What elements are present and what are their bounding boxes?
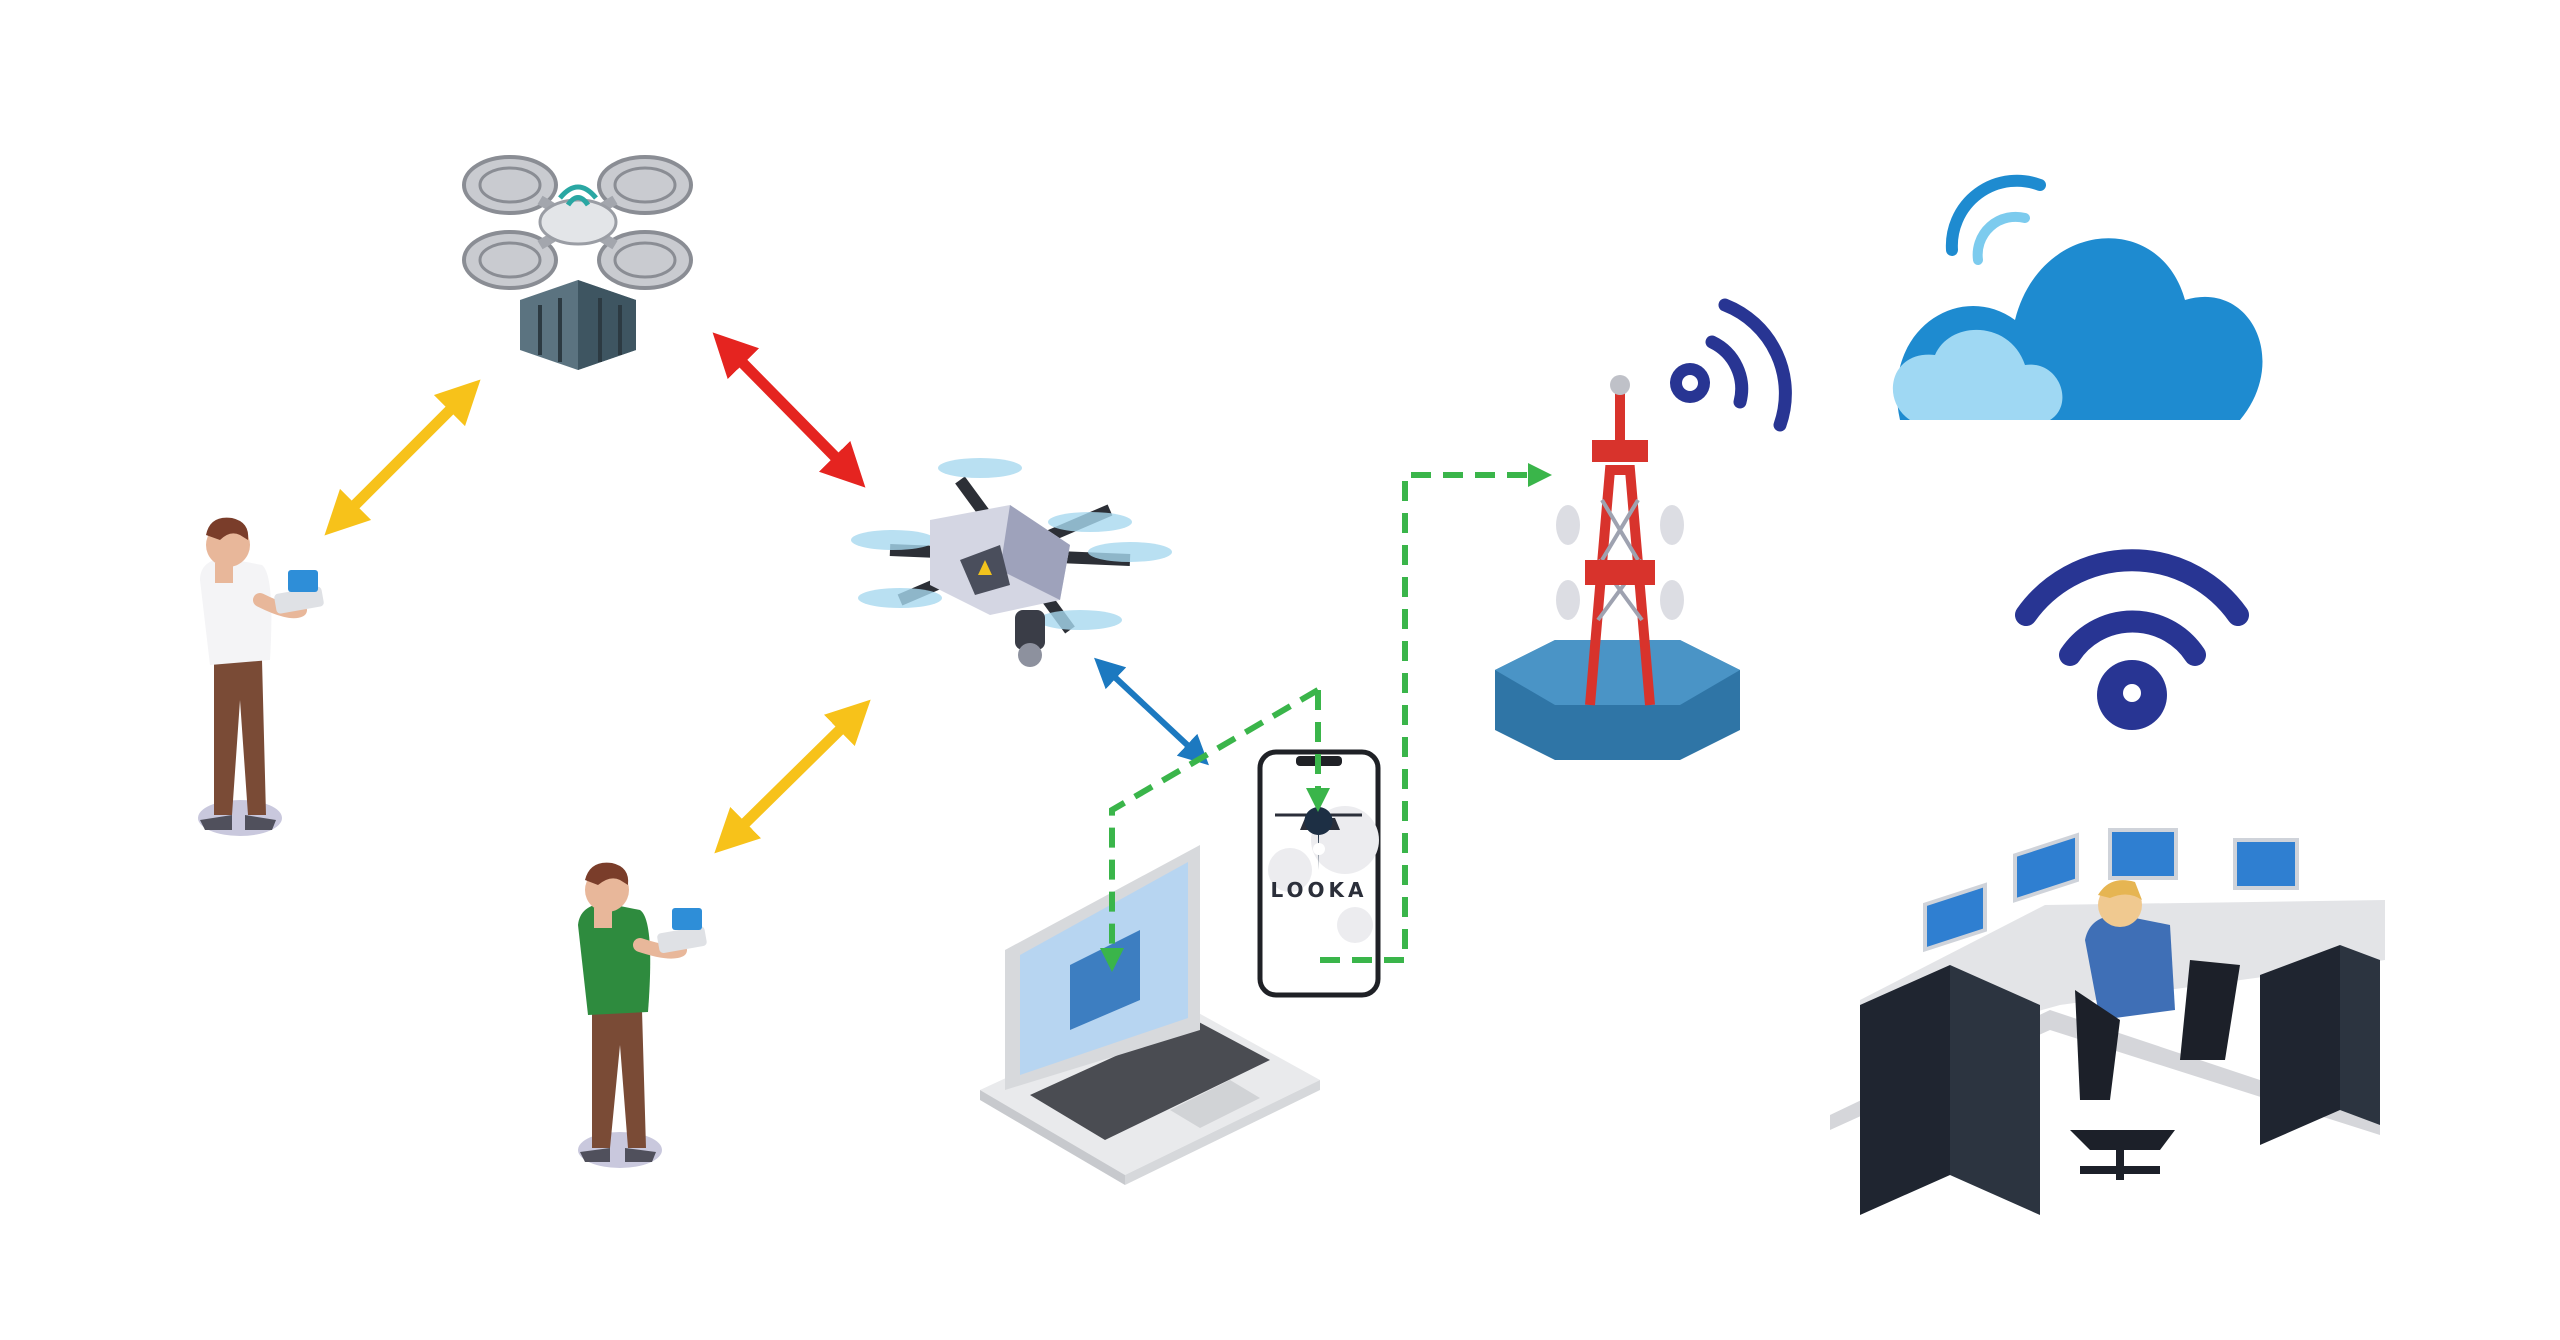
wifi-icon <box>2015 549 2249 730</box>
drone-to-drone-link-arrow <box>712 332 866 488</box>
pilot-drone-link-arrow <box>714 699 871 854</box>
phone-app-brand: LOOKA <box>1270 878 1367 902</box>
drone-to-device-link-arrow <box>1094 657 1209 766</box>
data-flow-path <box>1100 463 1552 972</box>
pilot-icon <box>578 862 707 1168</box>
pilot-icon <box>198 517 324 836</box>
pilot-drone-link-arrow <box>324 379 481 536</box>
hexacopter-drone-icon <box>851 458 1172 667</box>
cloud-icon <box>1892 174 2263 420</box>
quadcopter-drone-icon <box>462 155 693 370</box>
wireless-signal-icon <box>1670 298 1792 432</box>
cell-tower-icon <box>1495 375 1740 760</box>
smartphone-icon: LOOKA <box>1257 749 1381 998</box>
control-room-icon <box>1830 828 2385 1215</box>
laptop-icon <box>980 845 1320 1185</box>
